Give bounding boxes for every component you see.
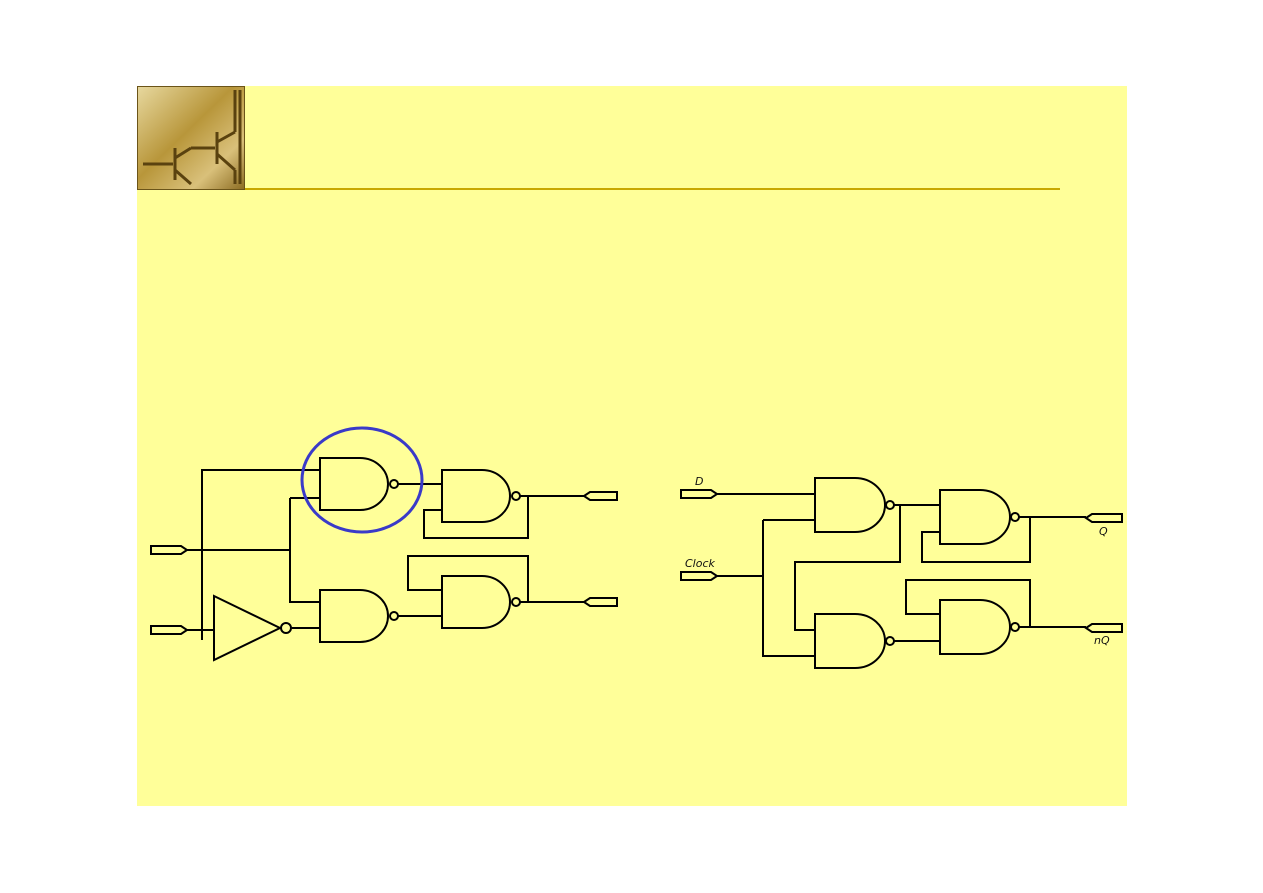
nand-bubble xyxy=(1010,512,1020,522)
nand-gate xyxy=(319,589,389,643)
nand-gate xyxy=(441,575,511,629)
clock-input-pin xyxy=(680,571,719,581)
inverter-gate xyxy=(213,594,283,662)
clock-input-label: Clock xyxy=(685,557,716,570)
nq-output-label: nQ xyxy=(1094,634,1110,647)
nand-gate xyxy=(441,469,511,523)
slide-background xyxy=(137,86,1127,806)
wire xyxy=(794,504,901,631)
left-input-pin-bottom xyxy=(150,625,189,635)
wire xyxy=(921,517,1031,563)
nand-bubble xyxy=(885,636,895,646)
nand-bubble xyxy=(511,597,521,607)
left-output-pin-bottom xyxy=(582,597,618,607)
title-rule xyxy=(245,188,1060,190)
highlight-circle xyxy=(300,426,424,534)
q-output-pin xyxy=(1084,513,1123,523)
d-input-pin xyxy=(680,489,719,499)
nand-bubble xyxy=(511,491,521,501)
left-circuit xyxy=(150,457,618,662)
wire xyxy=(289,498,320,603)
wire xyxy=(905,579,1031,627)
wire xyxy=(423,496,529,539)
nand-bubble xyxy=(389,479,399,489)
left-output-pin-top xyxy=(582,491,618,501)
wire xyxy=(762,520,815,657)
nand-gate xyxy=(319,457,389,511)
inverter-bubble xyxy=(280,622,292,634)
left-input-pin-top xyxy=(150,545,189,555)
nand-gate xyxy=(814,613,886,669)
wire xyxy=(201,469,320,550)
nand-gate xyxy=(939,489,1011,545)
transistor-logo-icon xyxy=(137,86,245,190)
d-input-label: D xyxy=(695,475,703,488)
nand-gate xyxy=(814,477,886,533)
right-circuit xyxy=(680,477,1123,669)
nand-bubble xyxy=(885,500,895,510)
nand-bubble xyxy=(1010,622,1020,632)
q-output-label: Q xyxy=(1099,525,1108,538)
nand-gate xyxy=(939,599,1011,655)
nq-output-pin xyxy=(1084,623,1123,633)
nand-bubble xyxy=(389,611,399,621)
wire xyxy=(407,555,529,602)
